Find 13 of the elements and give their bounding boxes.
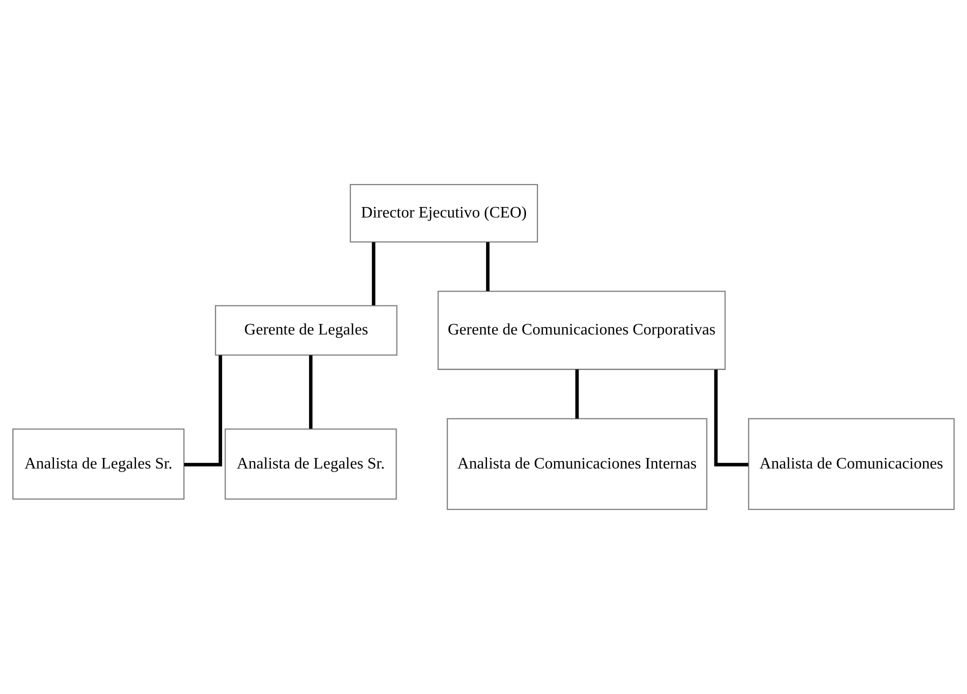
- node-box: Analista de Legales Sr.: [224, 428, 397, 500]
- connector: [575, 369, 579, 419]
- node-box: Gerente de Legales: [214, 305, 398, 356]
- connector: [309, 355, 312, 429]
- connector: [184, 355, 222, 466]
- connector: [486, 242, 490, 292]
- connector: [714, 370, 748, 466]
- connector: [372, 242, 376, 306]
- node-box: Gerente de Comunicaciones Corporativas: [438, 290, 726, 370]
- node-box: Analista de Comunicaciones Internas: [446, 418, 708, 510]
- node-box: Analista de Comunicaciones: [748, 418, 955, 510]
- node-box: Director Ejecutivo (CEO): [350, 184, 538, 243]
- node-box: Analista de Legales Sr.: [12, 428, 184, 500]
